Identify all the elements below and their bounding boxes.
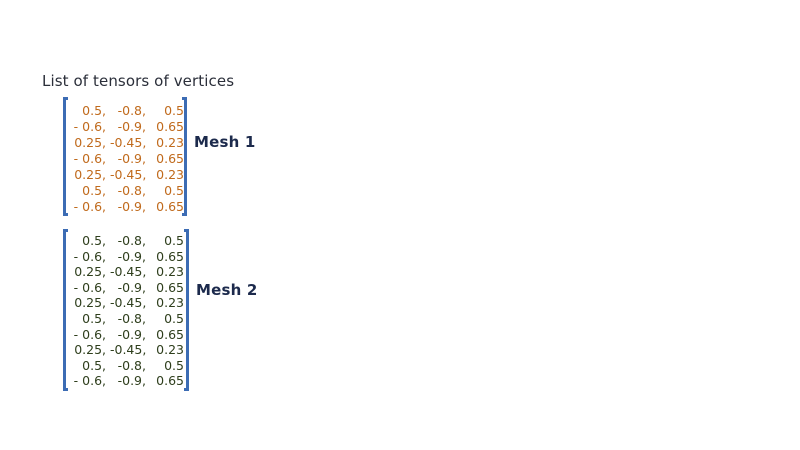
matrix-cell: 0.65 — [156, 119, 184, 134]
matrix-cell: 0.5, — [82, 103, 106, 118]
left-bracket — [63, 229, 68, 391]
matrix-cell: -0.45, — [110, 167, 147, 182]
matrix-cell: -0.45, — [110, 135, 147, 150]
matrix-cell: 0.23 — [156, 135, 184, 150]
matrix-cell: -0.8, — [117, 103, 146, 118]
matrix-cell: 0.5 — [164, 311, 184, 326]
matrix-cell: 0.5 — [164, 103, 184, 118]
matrix-cell: 0.25, — [74, 342, 106, 358]
matrix-cell: - 0.6, — [73, 326, 106, 342]
matrix-cell: -0.45, — [110, 295, 147, 311]
matrix-cell: - 0.6, — [73, 151, 106, 166]
matrix-cell: 0.5, — [82, 233, 106, 248]
matrix-cell: 0.5, — [82, 183, 106, 198]
mesh-1-label: Mesh 1 — [194, 133, 256, 151]
matrix-cell: 0.5, — [82, 357, 106, 373]
matrix-cell: -0.9, — [117, 373, 146, 389]
matrix-cell: 0.25, — [74, 264, 106, 280]
matrix-cell: -0.9, — [117, 279, 146, 295]
matrix-cell: - 0.6, — [73, 279, 106, 295]
matrix-cell: 0.65 — [156, 199, 184, 214]
matrix-cell: -0.45, — [110, 264, 147, 280]
matrix-cell: 0.25, — [74, 167, 106, 182]
matrix-cell: 0.5, — [82, 311, 106, 326]
page-title: List of tensors of vertices — [42, 72, 235, 90]
matrix-cell: 0.23 — [156, 342, 184, 358]
right-bracket — [184, 229, 189, 391]
matrix-cell: 0.65 — [156, 279, 184, 295]
matrix-cell: 0.5 — [164, 183, 184, 198]
matrix-cell: -0.8, — [117, 233, 146, 248]
matrix-cell: 0.65 — [156, 248, 184, 264]
matrix-cell: 0.23 — [156, 295, 184, 311]
matrix-cell: -0.9, — [117, 248, 146, 264]
matrix-cell: 0.23 — [156, 264, 184, 280]
mesh-2-label: Mesh 2 — [196, 281, 258, 299]
matrix-cell: -0.45, — [110, 342, 147, 358]
matrix-cell: 0.25, — [74, 135, 106, 150]
matrix-cell: - 0.6, — [73, 373, 106, 389]
matrix-cell: 0.65 — [156, 373, 184, 389]
matrix-cell: -0.8, — [117, 357, 146, 373]
matrix-cell: 0.65 — [156, 151, 184, 166]
matrix-cell: - 0.6, — [73, 119, 106, 134]
matrix-cell: -0.9, — [117, 151, 146, 166]
matrix-cell: -0.9, — [117, 326, 146, 342]
left-bracket — [63, 97, 68, 216]
matrix-cell: 0.65 — [156, 326, 184, 342]
matrix-cell: - 0.6, — [73, 199, 106, 214]
matrix-cell: -0.8, — [117, 311, 146, 326]
matrix-cell: 0.5 — [164, 233, 184, 248]
matrix-cell: -0.8, — [117, 183, 146, 198]
matrix-cell: 0.23 — [156, 167, 184, 182]
matrix-cell: - 0.6, — [73, 248, 106, 264]
matrix-cell: 0.5 — [164, 357, 184, 373]
matrix-cell: -0.9, — [117, 199, 146, 214]
mesh-1-matrix: 0.5, -0.8, 0.5 - 0.6, -0.9, 0.65 0.25, -0.45, 0.… — [63, 97, 187, 216]
matrix-cell: -0.9, — [117, 119, 146, 134]
matrix-cell: 0.25, — [74, 295, 106, 311]
right-bracket — [182, 97, 187, 216]
